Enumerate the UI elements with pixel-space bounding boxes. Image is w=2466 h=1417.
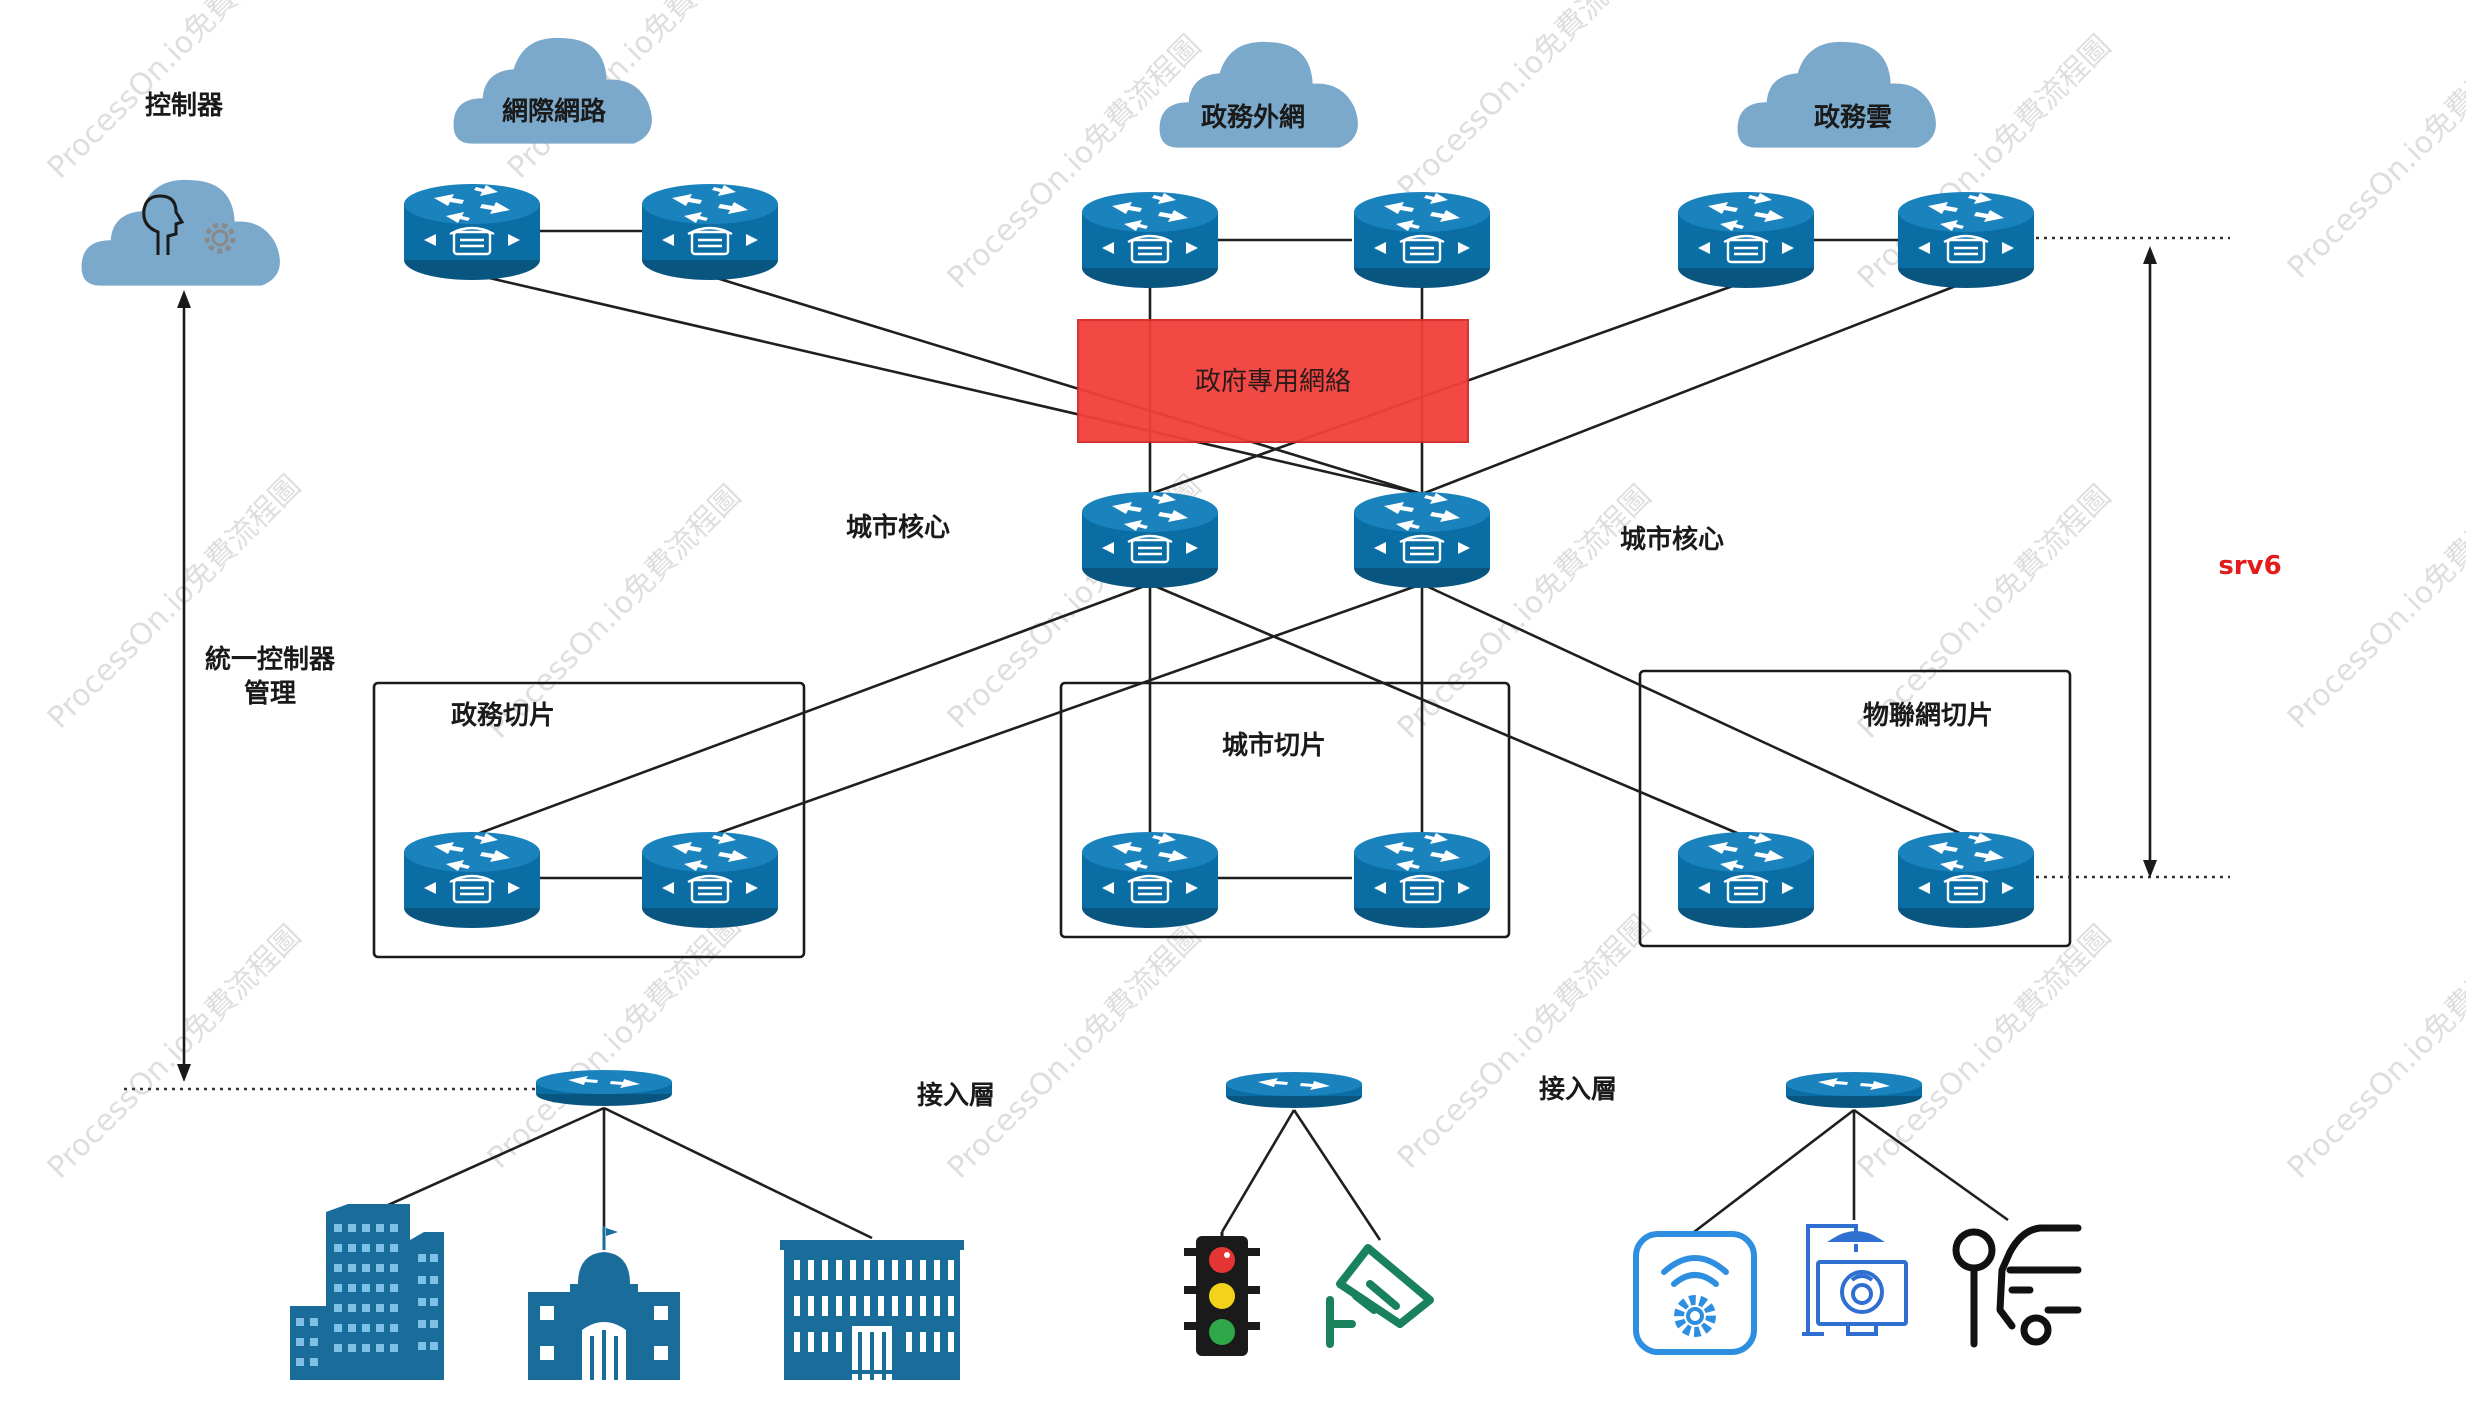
router-icon xyxy=(1352,190,1492,290)
router-icon xyxy=(1896,190,2036,290)
traffic-light-icon xyxy=(1184,1232,1260,1356)
router-icon xyxy=(1896,830,2036,930)
city-core-right-label: 城市核心 xyxy=(1620,524,1724,555)
iot-slice-label: 物聯網切片 xyxy=(1863,700,1993,731)
router-icon xyxy=(402,182,542,282)
access-router-icon xyxy=(536,1070,672,1106)
iot-slice-box xyxy=(1638,669,2072,948)
watermark-text: ProcessOn.io免費流程圖 xyxy=(481,909,748,1176)
link-core-right-to-gov2 xyxy=(709,582,1423,838)
capitol-building-icon xyxy=(528,1226,680,1380)
unified-management-arrow xyxy=(177,290,191,1082)
srv6-span-arrow xyxy=(2143,246,2157,878)
router-icon xyxy=(1352,830,1492,930)
access-router-icon xyxy=(1226,1072,1362,1108)
gov-slice-box xyxy=(372,681,806,959)
gov-slice-label: 政務切片 xyxy=(451,700,555,731)
watermark-text: ProcessOn.io免費流程圖 xyxy=(2281,469,2466,736)
router-icon xyxy=(640,182,780,282)
watermark-text: ProcessOn.io免費流程圖 xyxy=(1391,0,1658,206)
core-router-left-icon xyxy=(1080,490,1220,590)
link-access2-to-light xyxy=(1220,1109,1296,1233)
office-tower-icon xyxy=(290,1204,444,1380)
wifi-sensor-icon xyxy=(1633,1231,1757,1355)
link-core-right-to-iot2 xyxy=(1421,582,1967,838)
link-core-left-to-iot1 xyxy=(1149,582,1745,838)
unified-mgmt-label-line2: 管理 xyxy=(244,679,296,709)
internet-label: 網際網路 xyxy=(502,96,607,127)
watermark-text: ProcessOn.io免費流程圖 xyxy=(941,919,1208,1186)
router-icon xyxy=(1676,190,1816,290)
watermark-text: ProcessOn.io免費流程圖 xyxy=(1851,919,2118,1186)
city-slice-label: 城市切片 xyxy=(1222,730,1326,761)
city-core-left-label: 城市核心 xyxy=(846,512,950,543)
link-cloud-to-core-right xyxy=(1421,280,1967,496)
gov-private-network-box xyxy=(1077,319,1469,443)
link-core-left-to-gov1 xyxy=(471,582,1151,838)
gov-cloud-label: 政務雲 xyxy=(1814,102,1892,133)
vehicle-detector-icon xyxy=(1952,1224,2082,1348)
access-router-icon xyxy=(1786,1072,1922,1108)
watermark-text: ProcessOn.io免費流程圖 xyxy=(1391,909,1658,1176)
gov-extranet-label: 政務外網 xyxy=(1201,102,1305,133)
link-access1-to-office xyxy=(603,1106,873,1240)
link-internet-to-core-right-2 xyxy=(709,274,1423,496)
government-office-icon xyxy=(780,1240,964,1380)
controller-cloud-icon xyxy=(81,179,280,286)
watermark-layer: ProcessOn.io免費流程圖 ProcessOn.io免費流程圖 Proc… xyxy=(41,0,2466,1186)
srv6-label: srv6 xyxy=(2218,551,2281,581)
controller-label: 控制器 xyxy=(145,91,224,121)
link-access3-to-wifi xyxy=(1693,1108,1855,1234)
link-access2-to-camera xyxy=(1292,1109,1382,1241)
core-router-right-icon xyxy=(1352,490,1492,590)
router-icon xyxy=(1080,190,1220,290)
access-layer-left-label: 接入層 xyxy=(917,1081,995,1111)
watermark-text: ProcessOn.io免費流程圖 xyxy=(2281,919,2466,1186)
watermark-text: ProcessOn.io免費流程圖 xyxy=(41,919,308,1186)
router-icon xyxy=(640,830,780,930)
smart-streetlight-icon xyxy=(1802,1224,1908,1336)
city-slice-box xyxy=(1059,681,1511,939)
access-layer-right-label: 接入層 xyxy=(1539,1075,1617,1105)
unified-mgmt-label-line1: 統一控制器 xyxy=(205,644,336,675)
router-icon xyxy=(1080,830,1220,930)
link-internet-to-core-right xyxy=(471,272,1423,496)
link-access1-to-tower xyxy=(367,1106,605,1216)
router-icon xyxy=(1676,830,1816,930)
gov-private-network-label: 政府專用網絡 xyxy=(1195,367,1351,397)
surveillance-camera-icon xyxy=(1326,1244,1434,1348)
watermark-text: ProcessOn.io免費流程圖 xyxy=(2281,19,2466,286)
router-icon xyxy=(402,830,542,930)
link-access3-to-vehicle xyxy=(1853,1108,2009,1222)
